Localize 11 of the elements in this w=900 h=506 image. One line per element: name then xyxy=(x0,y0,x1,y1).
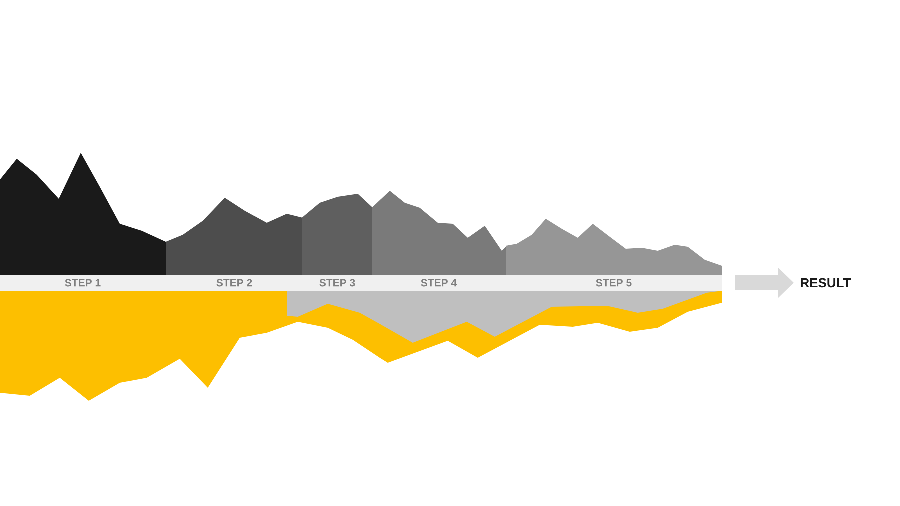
band-segment: STEP 3 xyxy=(303,275,372,291)
node-label: STEP 3 xyxy=(320,279,356,287)
result-label: RESULT xyxy=(801,278,852,288)
node-label: STEP 1 xyxy=(65,279,101,287)
node-label: STEP 4 xyxy=(421,279,458,287)
band-segment: STEP 5 xyxy=(506,275,722,291)
band-segment: STEP 4 xyxy=(372,275,506,291)
band-segment: STEP 1 xyxy=(0,275,166,291)
band-segment: STEP 2 xyxy=(166,275,303,291)
node-label: STEP 2 xyxy=(216,279,252,287)
node-label: STEP 5 xyxy=(596,279,632,287)
